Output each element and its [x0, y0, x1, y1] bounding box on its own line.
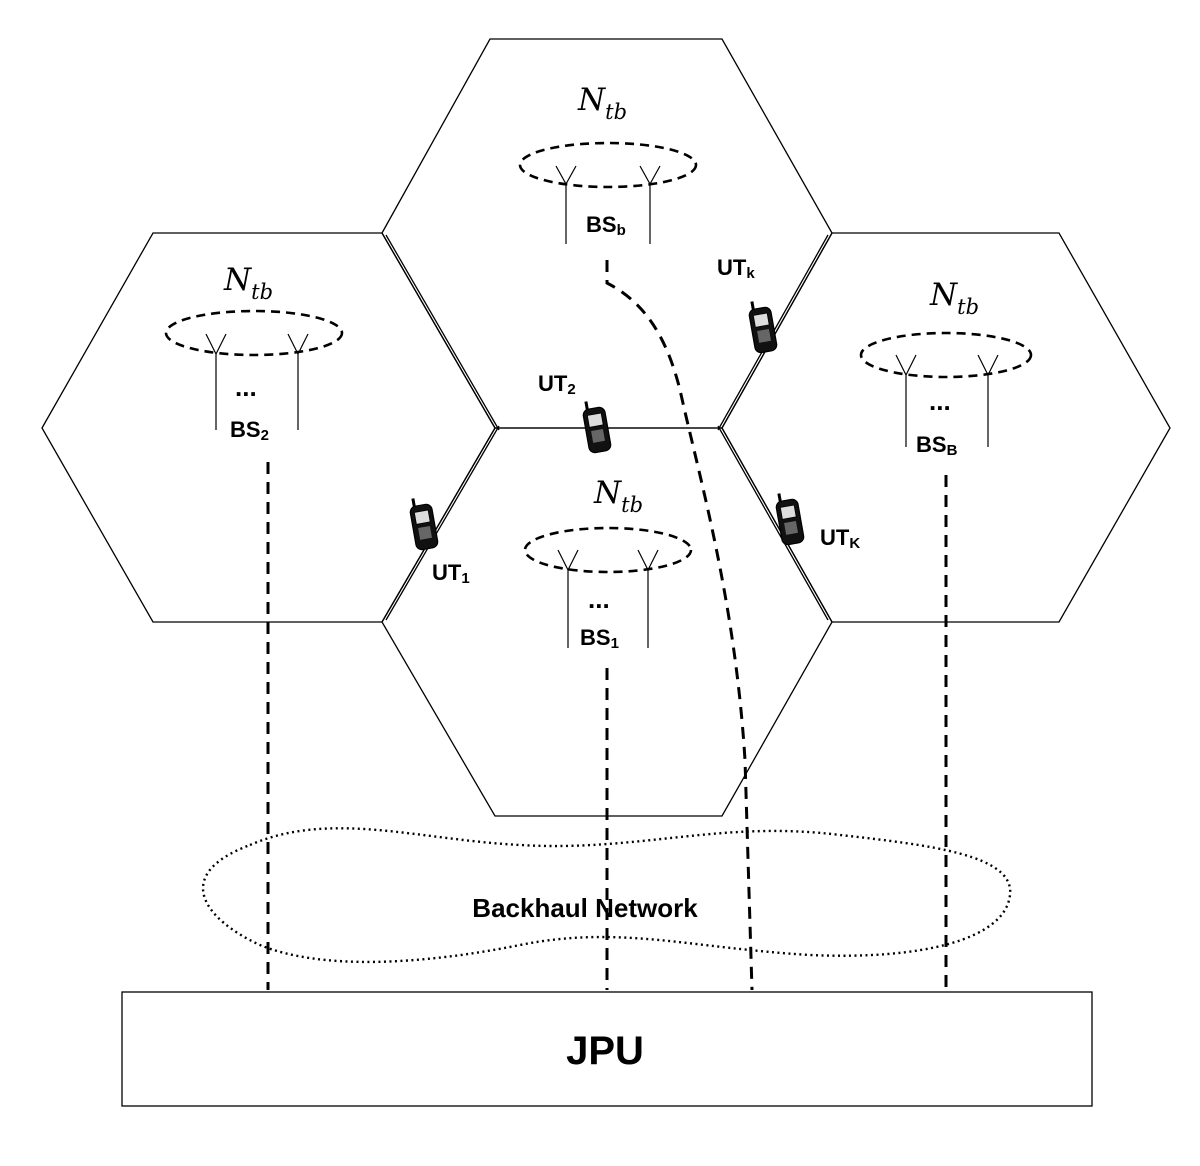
- antenna-icon: [205, 333, 227, 430]
- cells: [41, 38, 1171, 817]
- user-terminal-ut2: UT2: [538, 371, 612, 454]
- mobile-phone-icon: [775, 493, 805, 546]
- antenna-icon: [287, 333, 309, 430]
- base-station-bs1: Ntb ... BS1: [523, 475, 693, 652]
- antenna-count-label: Ntb: [223, 262, 273, 304]
- user-terminal-label: UT1: [432, 560, 470, 587]
- antenna-icon: [977, 354, 999, 447]
- antenna-cluster: [523, 526, 693, 574]
- base-station-label: BS1: [580, 625, 619, 652]
- base-station-bs2: Ntb ... BS2: [164, 262, 344, 444]
- antenna-count-label: Ntb: [577, 82, 627, 124]
- antenna-cluster: [859, 331, 1033, 379]
- antenna-icon: [895, 354, 917, 447]
- mobile-phone-icon: [409, 498, 439, 551]
- antenna-ellipsis: ...: [235, 372, 257, 402]
- antenna-count-label: Ntb: [929, 277, 979, 319]
- antenna-cluster: [518, 141, 698, 189]
- user-terminal-label: UT2: [538, 371, 576, 398]
- antenna-count-label: Ntb: [593, 475, 643, 517]
- jpu-box: [121, 991, 1093, 1107]
- jpu-label: JPU: [566, 1029, 644, 1073]
- base-station-label: BSB: [916, 432, 958, 459]
- jpu-unit: JPU: [121, 991, 1093, 1107]
- antenna-icon: [557, 549, 579, 648]
- antenna-cluster: [164, 309, 344, 357]
- mobile-phone-icon: [748, 301, 778, 354]
- user-terminal-ut1: UT1: [409, 498, 470, 587]
- antenna-icon: [555, 165, 577, 244]
- user-terminal-label: UTK: [820, 525, 860, 552]
- antenna-ellipsis: ...: [588, 584, 610, 614]
- user-terminal-utk: UTk: [717, 255, 778, 354]
- link-bsb: [605, 260, 754, 991]
- cell-right: [721, 232, 1171, 623]
- backhaul-links: [266, 260, 948, 995]
- antenna-icon: [639, 165, 661, 244]
- antenna-ellipsis: ...: [929, 386, 951, 416]
- base-station-label: BSb: [586, 212, 626, 239]
- base-station-label: BS2: [230, 417, 269, 444]
- base-station-bsB: Ntb ... BSB: [859, 277, 1033, 459]
- user-terminal-utK: UTK: [775, 493, 860, 552]
- backhaul-network-label: Backhaul Network: [472, 893, 698, 923]
- base-station-bsb: Ntb BSb: [518, 82, 698, 244]
- user-terminal-label: UTk: [717, 255, 755, 282]
- antenna-icon: [637, 549, 659, 648]
- mobile-phone-icon: [582, 401, 612, 454]
